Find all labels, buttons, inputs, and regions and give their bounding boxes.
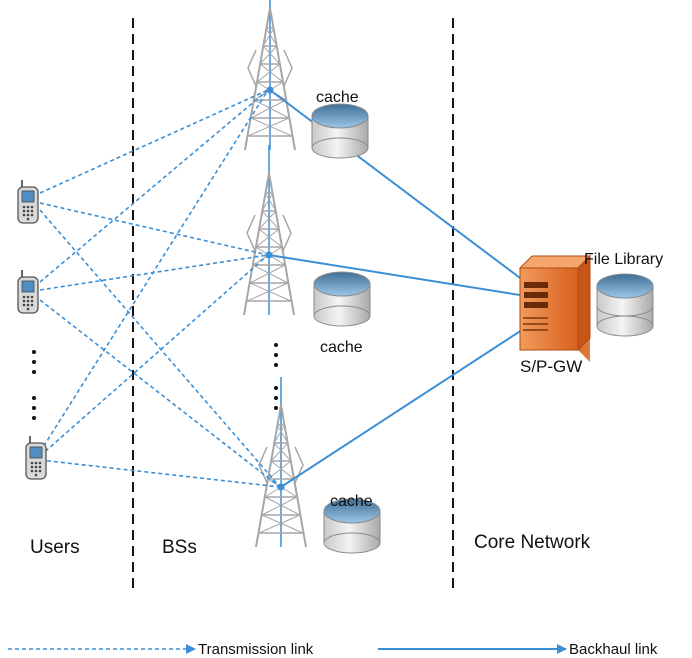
file-library-database-icon bbox=[596, 273, 654, 337]
mobile-phone-icon bbox=[25, 435, 47, 480]
mobile-phone-icon bbox=[17, 179, 39, 224]
legend-transmission-label: Transmission link bbox=[198, 641, 314, 658]
backhaul-links bbox=[268, 89, 553, 488]
legend-backhaul-label: Backhaul link bbox=[569, 641, 658, 658]
cache-label: cache bbox=[330, 493, 373, 510]
file-library-label: File Library bbox=[584, 251, 663, 268]
zone-label-core-network: Core Network bbox=[474, 532, 591, 553]
legend: Transmission link Backhaul link bbox=[8, 641, 658, 658]
cell-tower-icon bbox=[243, 144, 295, 316]
bss-ellipsis bbox=[274, 343, 278, 410]
gateway-label: S/P-GW bbox=[520, 357, 582, 376]
cache-label: cache bbox=[316, 89, 359, 106]
zone-label-users: Users bbox=[30, 537, 80, 558]
cell-tower-icon bbox=[244, 0, 296, 151]
mobile-phone-icon bbox=[17, 269, 39, 314]
cache-database-icon bbox=[313, 271, 371, 327]
server-icon bbox=[518, 254, 592, 362]
zone-label-bss: BSs bbox=[162, 537, 197, 558]
cache-label: cache bbox=[320, 339, 363, 356]
cell-tower-icon bbox=[255, 376, 307, 548]
users-ellipsis bbox=[32, 350, 36, 420]
transmission-links bbox=[39, 89, 281, 488]
cache-database-icon bbox=[311, 103, 369, 159]
